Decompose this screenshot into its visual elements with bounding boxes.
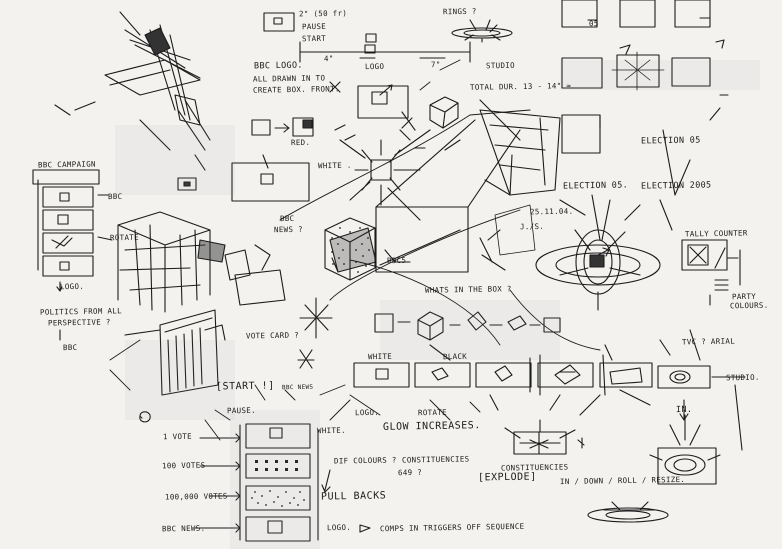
main-timeline-row: [353, 339, 746, 416]
bbc-small-label: BBC: [107, 191, 123, 202]
right-structure-sketch: [479, 109, 561, 271]
start-bracket-label: [START !]: [215, 380, 275, 393]
logo-mid-label: LOGO.: [354, 407, 380, 418]
one-vote-label: 1 VOTE: [162, 431, 192, 442]
bbc-news-label-line1: BBC: [279, 213, 295, 224]
pull-backs-label: PULL BACKS: [320, 490, 387, 503]
vote-progression-column: [194, 423, 371, 542]
date-label: 25.11.04.: [529, 206, 574, 217]
connecting-arrows: [109, 59, 601, 441]
white-small-label: WHITE.: [316, 425, 346, 436]
grid-structure-left: [54, 104, 286, 396]
box-05-label: 05: [588, 18, 599, 29]
tally-counter: [659, 129, 741, 306]
party-label-line1: PARTY: [731, 291, 757, 302]
vote-card-label: VOTE CARD ?: [245, 330, 300, 341]
studio-right-label: STUDIO.: [725, 372, 760, 383]
dif-colours-label: DIF COLOURS ?: [333, 455, 397, 466]
bbc-news-bottom-label: BBC NEWS.: [161, 523, 206, 534]
pause-label: PAUSE: [301, 21, 327, 32]
white-mid-label: WHITE: [367, 351, 393, 362]
hundred-votes-label: 100 VOTES: [161, 460, 206, 471]
black-label: BLACK: [442, 351, 468, 362]
campaign-column: [32, 169, 113, 341]
constituencies-q-label: CONSTITUENCIES: [401, 454, 470, 465]
start-label: START: [301, 33, 327, 44]
campaign-label: BBC CAMPAIGN: [37, 159, 96, 170]
politics-label-line1: POLITICS FROM ALL: [39, 306, 122, 317]
rotate-mid-label: ROTATE: [417, 407, 447, 418]
explode-starburst: [504, 419, 585, 455]
bbc5-box-label: BBC5: [386, 255, 407, 266]
red-label: RED.: [290, 137, 311, 148]
pause-lower-label: PAUSE.: [226, 405, 256, 416]
election-05-frames: [561, 0, 729, 154]
initials-label: J./S.: [519, 221, 545, 232]
election-05-label-a: ELECTION 05: [640, 135, 701, 147]
rotate-left-label: ROTATE: [109, 232, 139, 243]
explode-label: [EXPLODE]: [477, 471, 537, 484]
cross-structure-sketch: [74, 11, 211, 171]
ring-vortex: [535, 194, 661, 311]
studio-top-label: STUDIO: [485, 60, 515, 71]
paper-blotches: [115, 60, 760, 549]
election-2005-label: ELECTION 2005: [640, 180, 712, 192]
bbc-news-label-line2: NEWS ?: [273, 224, 303, 235]
total-duration-label: TOTAL DUR. 13 - 14" ≃: [469, 81, 572, 92]
logo-left-label: LOGO.: [59, 281, 85, 292]
perspective-box: [329, 99, 531, 273]
whats-in-box-label: WHATS IN THE BOX ?: [424, 284, 512, 295]
logo-caption-label: LOGO: [364, 61, 385, 72]
number-649-label: 649 ?: [397, 467, 423, 478]
studio-vortex: [587, 329, 743, 523]
all-drawn-line2: CREATE BOX. FRONT.: [252, 84, 340, 95]
tvc-arial-label: TVC ? ARIAL: [681, 336, 736, 347]
dim-7in-label: 7": [430, 59, 441, 70]
bbc-logo-label: BBC LOGO.: [253, 60, 303, 72]
all-drawn-line1: ALL DRAWN IN TO: [252, 73, 326, 84]
central-starburst: [334, 111, 461, 221]
rings-label: RINGS ?: [442, 6, 477, 17]
pause-timeline: [263, 12, 513, 63]
bbc-news-small-label: BBC NEWS: [281, 383, 314, 392]
politics-label-line2: PERSPECTIVE ?: [47, 317, 111, 328]
party-label-line2: COLOURS.: [729, 300, 769, 311]
election-05-label-b: ELECTION 05.: [562, 180, 629, 192]
tally-counter-label: TALLY COUNTER: [684, 228, 748, 239]
white-label-top: WHITE .: [317, 160, 352, 171]
constituencies-label: CONSTITUENCIES: [500, 462, 569, 473]
in-label: IN.: [675, 404, 693, 416]
glow-increases-label: GLOW INCREASES.: [382, 420, 481, 433]
dim-4in-label: 4": [323, 53, 334, 64]
dotted-cube: [324, 217, 376, 281]
pause-timing-label: 2" (50 fr): [298, 8, 348, 19]
bbc-bottom-label: BBC: [62, 342, 78, 353]
star-sketches: [139, 297, 333, 423]
logo-bottom-label: LOGO.: [326, 522, 352, 533]
hundred-k-votes-label: 100,000 VOTES: [164, 491, 228, 502]
bbc-logo-section: [231, 81, 459, 202]
